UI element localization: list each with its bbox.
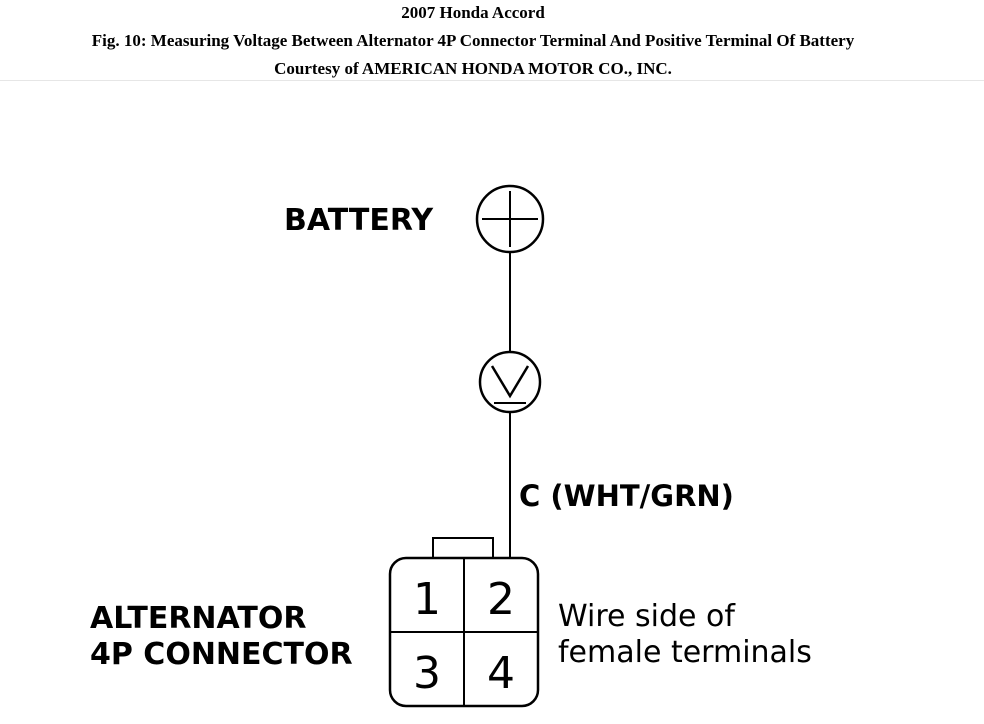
connector-label-line2: 4P CONNECTOR <box>90 637 353 672</box>
terminal-side-note-line1: Wire side of <box>558 599 736 634</box>
voltmeter-icon <box>478 350 542 414</box>
courtesy-line: Courtesy of AMERICAN HONDA MOTOR CO., IN… <box>274 59 672 78</box>
terminal-2: 2 <box>487 574 515 625</box>
terminal-side-note-line2: female terminals <box>558 635 812 670</box>
page-header: 2007 Honda Accord Fig. 10: Measuring Vol… <box>0 0 984 81</box>
wire-color-label: C (WHT/GRN) <box>519 479 734 513</box>
terminal-4: 4 <box>487 648 515 699</box>
battery-label: BATTERY <box>284 203 434 238</box>
vehicle-title: 2007 Honda Accord <box>401 3 545 22</box>
connector-label-line1: ALTERNATOR <box>90 601 307 636</box>
connector-latch <box>432 537 494 561</box>
terminal-3: 3 <box>413 648 441 699</box>
terminal-1: 1 <box>413 574 441 625</box>
alternator-connector: 1 2 3 4 <box>388 537 540 708</box>
figure-caption: Fig. 10: Measuring Voltage Between Alter… <box>91 31 855 50</box>
plus-terminal-icon <box>475 184 545 254</box>
